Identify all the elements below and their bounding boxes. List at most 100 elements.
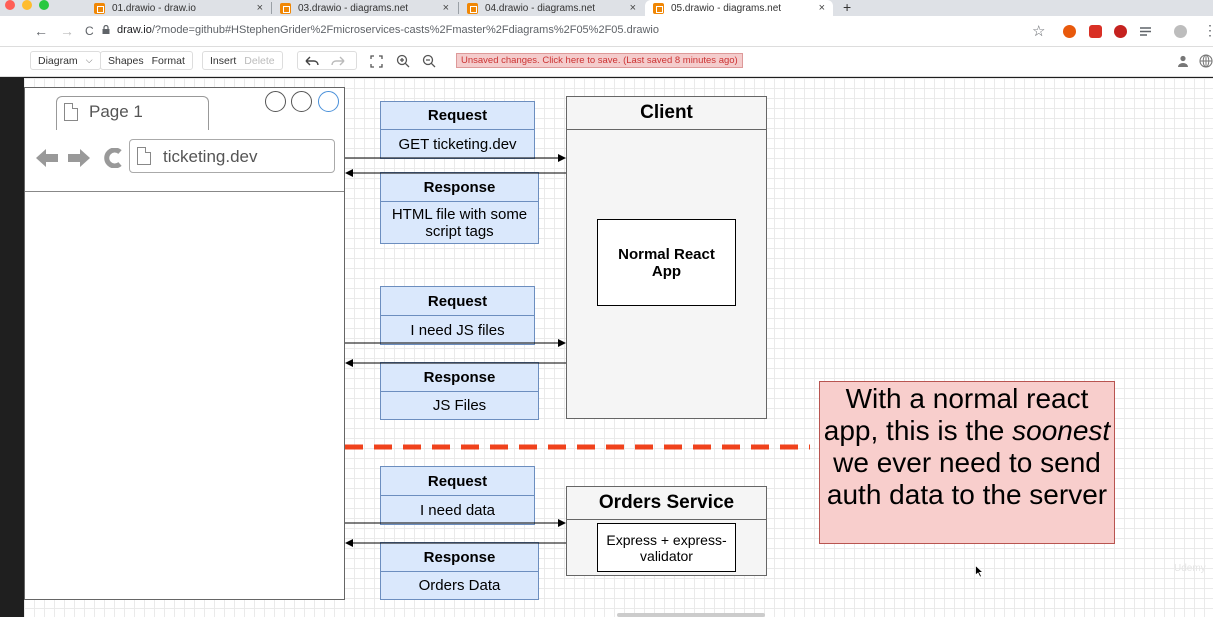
address-bar: ← → C draw.io/?mode=github#HStephenGride… <box>0 16 1213 47</box>
request-title: Request <box>427 472 488 490</box>
fullscreen-icon[interactable] <box>370 55 383 68</box>
minimize-window-button[interactable] <box>22 0 32 10</box>
tab-separator <box>271 2 272 14</box>
zoom-in-icon[interactable] <box>396 54 410 68</box>
note-text-after: we ever need to send auth data to the se… <box>826 447 1108 510</box>
browser-url-text: ticketing.dev <box>163 147 258 166</box>
tab-04[interactable]: 04.drawio - diagrams.net × <box>459 0 644 16</box>
express-box[interactable]: Express + express-validator <box>597 523 736 572</box>
response-body-2[interactable]: JS Files <box>380 391 539 420</box>
tab-title: 05.drawio - diagrams.net <box>671 2 782 14</box>
diagram-label: Diagram <box>38 54 78 67</box>
back-icon[interactable]: ← <box>34 23 48 39</box>
response-body-3[interactable]: Orders Data <box>380 571 539 600</box>
tab-01[interactable]: 01.drawio - draw.io × <box>86 0 271 16</box>
orders-service-title: Orders Service <box>566 486 767 520</box>
redo-icon[interactable] <box>331 56 345 66</box>
request-body-text: I need data <box>419 501 496 519</box>
react-app-text: Normal React App <box>618 245 715 280</box>
tab-separator <box>458 2 459 14</box>
response-title: Response <box>423 368 496 386</box>
response-body-text: Orders Data <box>418 577 501 594</box>
request-title: Request <box>427 292 488 310</box>
bookmark-star-icon[interactable]: ☆ <box>1032 23 1046 40</box>
request-body-text: GET ticketing.dev <box>398 135 517 153</box>
format-button[interactable]: Format <box>151 54 185 67</box>
browser-nav-icons <box>36 148 122 168</box>
close-icon[interactable]: × <box>629 2 636 14</box>
note-callout[interactable]: With a normal react app, this is the soo… <box>819 381 1115 544</box>
delete-button[interactable]: Delete <box>244 54 275 67</box>
tab-title: 03.drawio - diagrams.net <box>298 2 409 14</box>
forward-icon[interactable]: → <box>60 23 74 39</box>
shapes-format-group: Shapes Format <box>100 51 193 70</box>
request-body-text: I need JS files <box>410 321 505 339</box>
tab-title: 01.drawio - draw.io <box>112 2 196 14</box>
browser-page-tab <box>56 96 209 130</box>
page-tab-label: Page 1 <box>89 102 143 121</box>
request-body-3[interactable]: I need data <box>380 495 535 525</box>
drawio-icon <box>467 2 478 14</box>
drawio-icon <box>653 2 664 14</box>
shapes-button[interactable]: Shapes <box>108 54 144 67</box>
chevron-down-icon: ⌵ <box>85 55 93 65</box>
user-icon[interactable] <box>1177 55 1189 67</box>
mouse-cursor-icon <box>975 565 984 578</box>
url-input[interactable]: draw.io/?mode=github#HStephenGrider%2Fmi… <box>117 24 659 36</box>
browser-url-field-shape <box>129 139 335 173</box>
insert-button[interactable]: Insert <box>210 54 237 67</box>
extension-icon[interactable] <box>1114 25 1127 38</box>
url-path: /?mode=github#HStephenGrider%2Fmicroserv… <box>151 24 659 36</box>
unsaved-changes-button[interactable]: Unsaved changes. Click here to save. (La… <box>456 53 743 68</box>
lock-icon <box>102 25 110 34</box>
extension-icon[interactable] <box>1063 25 1076 38</box>
drawio-icon <box>280 2 291 14</box>
tab-05-active[interactable]: 05.drawio - diagrams.net × <box>645 0 833 16</box>
express-text: Express + express-validator <box>606 531 727 564</box>
request-title: Request <box>427 107 488 124</box>
close-icon[interactable]: × <box>256 2 263 14</box>
close-icon[interactable]: × <box>442 2 449 14</box>
extension-icon[interactable] <box>1089 25 1102 38</box>
client-title-text: Client <box>640 102 693 123</box>
window-circle-icon <box>291 91 312 112</box>
insert-delete-group: Insert Delete <box>202 51 283 70</box>
react-app-box[interactable]: Normal React App <box>597 219 736 306</box>
url-doc-icon <box>137 147 151 165</box>
browser-header-band <box>25 88 344 192</box>
response-title: Response <box>423 178 496 196</box>
undo-redo-group <box>297 51 357 70</box>
watermark: Udemy <box>1174 563 1206 574</box>
close-icon[interactable]: × <box>818 2 825 14</box>
request-body-2[interactable]: I need JS files <box>380 315 535 345</box>
tab-03[interactable]: 03.drawio - diagrams.net × <box>272 0 457 16</box>
url-host: draw.io <box>117 24 152 36</box>
page-doc-icon <box>64 103 78 121</box>
avatar[interactable] <box>1174 25 1187 38</box>
zoom-window-button[interactable] <box>39 0 49 10</box>
horizontal-scrollbar[interactable] <box>617 613 765 617</box>
request-label-3[interactable]: Request <box>380 466 535 496</box>
request-label-1[interactable]: Request <box>380 101 535 130</box>
undo-icon[interactable] <box>305 56 319 66</box>
response-body-1[interactable]: HTML file with some script tags <box>380 201 539 244</box>
drawio-icon <box>94 2 105 14</box>
response-body-text: JS Files <box>432 397 487 414</box>
tab-title: 04.drawio - diagrams.net <box>485 2 596 14</box>
note-text-before: With a normal react app, this is the <box>823 383 1089 446</box>
note-emphasis: soonest <box>1012 415 1111 446</box>
language-globe-icon[interactable] <box>1199 54 1213 68</box>
response-title: Response <box>423 548 496 566</box>
request-label-2[interactable]: Request <box>380 286 535 316</box>
close-window-button[interactable] <box>5 0 15 10</box>
tab-strip: 01.drawio - draw.io × 03.drawio - diagra… <box>0 0 1213 16</box>
new-tab-button[interactable]: + <box>843 0 852 15</box>
reload-icon[interactable]: C <box>85 24 94 38</box>
window-circle-icon <box>265 91 286 112</box>
request-body-1[interactable]: GET ticketing.dev <box>380 129 535 159</box>
menu-icon[interactable]: ⋮ <box>1203 22 1213 38</box>
zoom-out-icon[interactable] <box>422 54 436 68</box>
response-body-text: HTML file with some script tags <box>391 205 528 240</box>
reading-list-icon[interactable] <box>1139 25 1152 38</box>
